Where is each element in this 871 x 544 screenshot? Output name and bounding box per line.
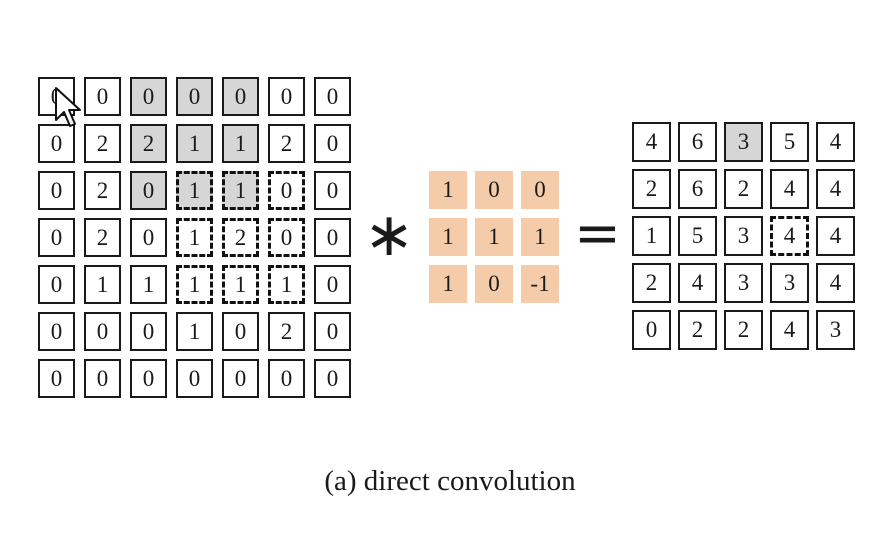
input-cell: 0 — [314, 218, 351, 257]
input-cell: 1 — [130, 265, 167, 304]
kernel-cell: 1 — [429, 218, 467, 256]
input-cell: 2 — [268, 124, 305, 163]
output-cell: 4 — [816, 263, 855, 303]
input-cell: 0 — [130, 77, 167, 116]
input-cell: 2 — [268, 312, 305, 351]
input-cell: 0 — [314, 171, 351, 210]
output-cell: 4 — [678, 263, 717, 303]
kernel-cell: 0 — [475, 171, 513, 209]
input-cell: 0 — [176, 359, 213, 398]
output-cell: 5 — [678, 216, 717, 256]
kernel-cell: 1 — [475, 218, 513, 256]
output-cell: 1 — [632, 216, 671, 256]
input-cell: 0 — [130, 312, 167, 351]
input-cell: 2 — [84, 171, 121, 210]
input-cell: 0 — [314, 359, 351, 398]
output-cell: 3 — [770, 263, 809, 303]
input-cell: 2 — [84, 124, 121, 163]
input-cell: 2 — [130, 124, 167, 163]
input-cell: 0 — [130, 218, 167, 257]
input-cell: 0 — [38, 312, 75, 351]
input-cell: 0 — [222, 312, 259, 351]
output-cell: 2 — [678, 310, 717, 350]
output-cell: 4 — [770, 310, 809, 350]
mouse-pointer-icon — [54, 86, 84, 135]
input-cell: 1 — [84, 265, 121, 304]
output-cell: 3 — [724, 122, 763, 162]
input-cell: 0 — [84, 359, 121, 398]
input-cell: 2 — [84, 218, 121, 257]
convolution-operator: ∗ — [364, 200, 415, 270]
input-cell: 0 — [222, 359, 259, 398]
input-cell: 0 — [314, 77, 351, 116]
kernel-cell: 1 — [429, 265, 467, 303]
input-cell: 0 — [314, 312, 351, 351]
input-cell: 1 — [176, 265, 213, 304]
input-cell: 1 — [268, 265, 305, 304]
output-cell: 3 — [724, 216, 763, 256]
output-cell: 2 — [632, 263, 671, 303]
output-cell: 6 — [678, 122, 717, 162]
input-cell: 0 — [84, 312, 121, 351]
input-cell: 2 — [222, 218, 259, 257]
input-cell: 0 — [130, 359, 167, 398]
output-cell: 4 — [816, 169, 855, 209]
input-cell: 0 — [268, 77, 305, 116]
input-cell: 0 — [268, 359, 305, 398]
input-cell: 0 — [176, 77, 213, 116]
kernel-cell: 0 — [475, 265, 513, 303]
output-cell: 6 — [678, 169, 717, 209]
input-cell: 0 — [314, 124, 351, 163]
output-cell: 4 — [816, 122, 855, 162]
output-cell: 2 — [724, 310, 763, 350]
input-cell: 0 — [130, 171, 167, 210]
output-cell: 3 — [816, 310, 855, 350]
input-cell: 0 — [268, 218, 305, 257]
input-cell: 0 — [38, 124, 75, 163]
kernel-cell: -1 — [521, 265, 559, 303]
input-cell: 0 — [38, 359, 75, 398]
input-cell: 0 — [84, 77, 121, 116]
input-cell: 1 — [222, 124, 259, 163]
output-cell: 3 — [724, 263, 763, 303]
input-cell: 0 — [222, 77, 259, 116]
input-cell: 0 — [38, 171, 75, 210]
input-cell: 1 — [176, 171, 213, 210]
output-cell: 4 — [770, 216, 809, 256]
equals-operator: = — [574, 201, 621, 266]
figure-caption: (a) direct convolution — [324, 465, 576, 497]
input-cell: 1 — [176, 124, 213, 163]
input-cell: 0 — [314, 265, 351, 304]
kernel-cell: 0 — [521, 171, 559, 209]
output-cell: 0 — [632, 310, 671, 350]
output-cell: 4 — [816, 216, 855, 256]
output-cell: 4 — [770, 169, 809, 209]
input-cell: 1 — [176, 312, 213, 351]
kernel-cell: 1 — [429, 171, 467, 209]
kernel-cell: 1 — [521, 218, 559, 256]
output-cell: 2 — [632, 169, 671, 209]
output-cell: 4 — [632, 122, 671, 162]
input-cell: 0 — [38, 265, 75, 304]
input-cell: 1 — [222, 171, 259, 210]
input-cell: 1 — [222, 265, 259, 304]
output-cell: 5 — [770, 122, 809, 162]
input-cell: 0 — [268, 171, 305, 210]
input-cell: 0 — [38, 218, 75, 257]
output-cell: 2 — [724, 169, 763, 209]
input-cell: 1 — [176, 218, 213, 257]
